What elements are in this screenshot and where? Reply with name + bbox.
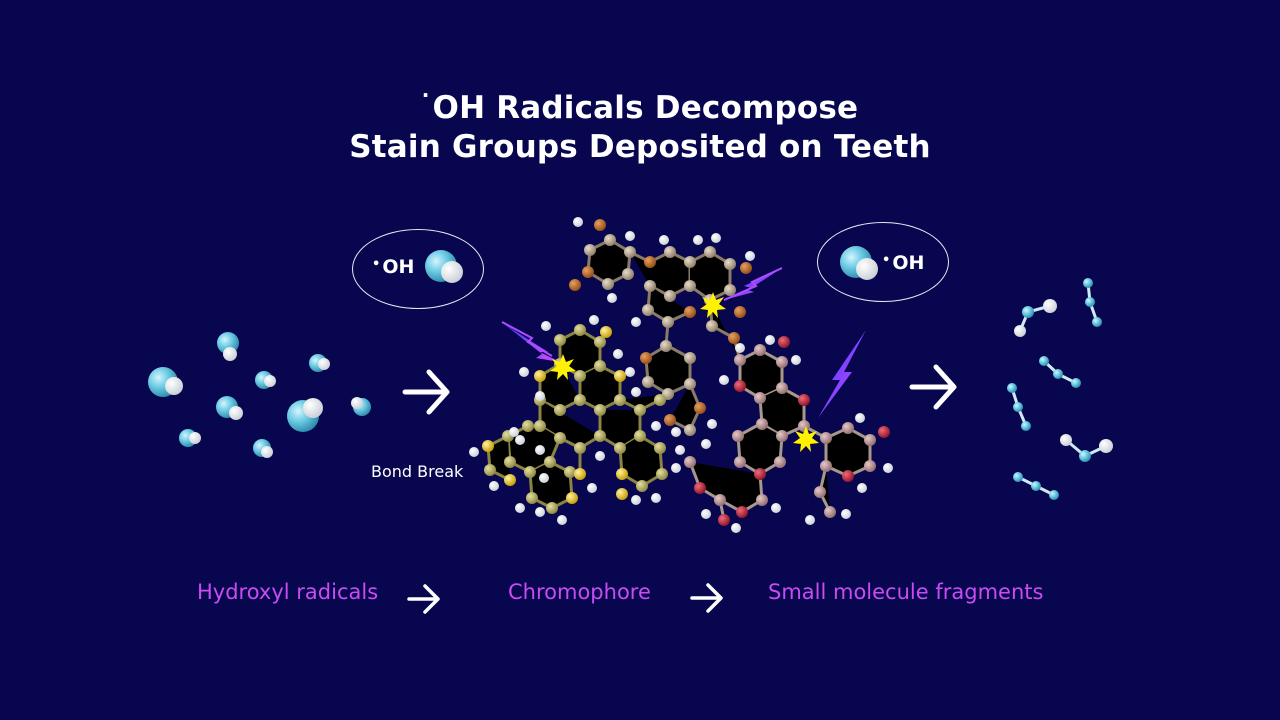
lightning-icon <box>818 330 866 418</box>
radical-molecule-icon <box>148 367 183 397</box>
arrow-right-icon <box>690 583 723 613</box>
oh-radical-badge-left <box>352 229 484 309</box>
radical-molecule-icon <box>255 371 276 389</box>
radical-bullet: • <box>372 257 381 272</box>
oh-label: OH <box>892 252 925 274</box>
step-label-chromophore: Chromophore <box>508 580 651 604</box>
arrow-right-icon <box>909 364 957 410</box>
radical-molecule-icon <box>216 396 243 420</box>
radical-molecule-icon <box>309 354 330 372</box>
fragment-icon <box>1013 472 1059 500</box>
fragment-icon <box>1039 356 1081 388</box>
spark-icon <box>550 354 576 380</box>
bond-break-label: Bond Break <box>371 462 464 481</box>
radical-molecule-icon <box>351 397 371 416</box>
arrow-right-icon <box>402 369 450 415</box>
spark-icon <box>793 426 819 452</box>
oh-radical-badge-right <box>817 222 949 302</box>
radical-molecule-icon <box>287 398 323 432</box>
arrow-right-icon <box>407 584 440 614</box>
oh-badge-label-left: •OH <box>372 256 414 278</box>
oh-badge-label-right: •OH <box>882 252 924 274</box>
radical-molecule-icon <box>179 429 201 447</box>
chromophore-molecule <box>469 217 893 533</box>
molecule-fragments <box>1007 278 1113 500</box>
oh-label: OH <box>382 256 415 278</box>
lightning-icon <box>501 321 560 362</box>
title-line-2: Stain Groups Deposited on Teeth <box>349 129 931 165</box>
lightning-icon <box>723 267 783 301</box>
title-line-1: OH Radicals Decompose <box>432 90 859 126</box>
radical-molecule-icon <box>253 439 273 458</box>
fragment-icon <box>1083 278 1102 327</box>
fragment-icon <box>1007 383 1031 431</box>
radical-molecule-icon <box>217 332 239 361</box>
slide-title: ·OH Radicals Decompose Stain Groups Depo… <box>0 76 1280 167</box>
fragment-icon <box>1060 434 1113 462</box>
hydroxyl-radical-cloud <box>148 332 371 458</box>
step-label-small-molecule-fragments: Small molecule fragments <box>768 580 1044 604</box>
radical-dot: · <box>421 83 430 107</box>
fragment-icon <box>1014 299 1057 337</box>
radical-bullet: • <box>882 253 891 268</box>
spark-icon <box>700 292 726 318</box>
step-label-hydroxyl-radicals: Hydroxyl radicals <box>197 580 379 604</box>
